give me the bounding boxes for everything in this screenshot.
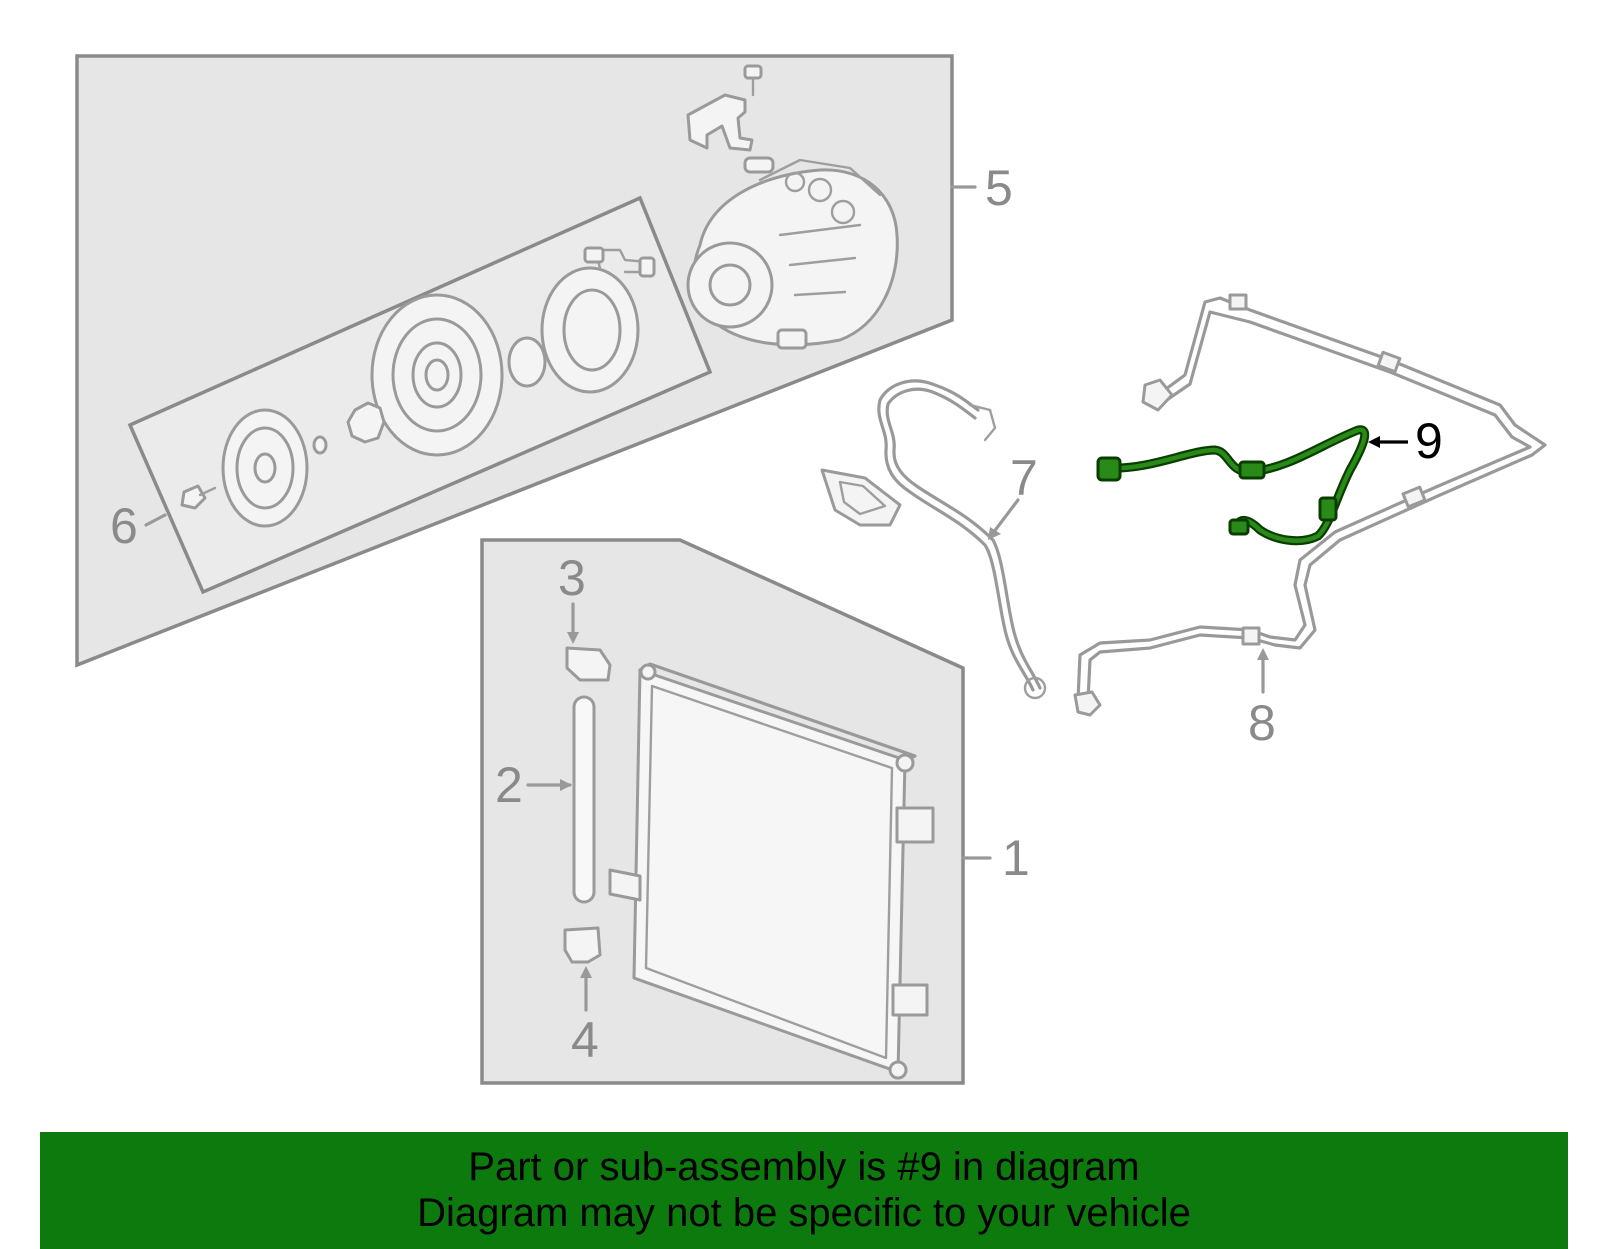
- clutch-bolt: [180, 484, 217, 510]
- callout-9: 9: [1415, 413, 1443, 469]
- drier-cap-upper: [565, 646, 612, 682]
- hose-9-highlighted: [1096, 425, 1370, 546]
- condenser: [608, 662, 935, 1080]
- info-banner: Part or sub-assembly is #9 in diagram Di…: [40, 1132, 1568, 1249]
- callout-4: 4: [571, 1012, 599, 1068]
- shim-washer: [312, 401, 386, 455]
- callout-7: 7: [1010, 450, 1038, 506]
- callout-1: 1: [1002, 830, 1030, 886]
- clutch-coil: [540, 246, 656, 394]
- callout-2: 2: [495, 757, 523, 813]
- clutch-hub: [221, 408, 309, 528]
- drier-cap-lower: [563, 926, 602, 964]
- parts-diagram: 1 2 3 4 5 6 7 8 9: [75, 54, 1547, 1085]
- callout-8: 8: [1248, 695, 1276, 751]
- hose-7: [820, 379, 1047, 700]
- receiver-drier: [572, 695, 596, 904]
- ac-compressor: [686, 156, 899, 350]
- line-8: [1073, 293, 1547, 717]
- callout-5: 5: [985, 160, 1013, 216]
- banner-line-1: Part or sub-assembly is #9 in diagram: [468, 1145, 1140, 1189]
- snap-ring: [507, 336, 547, 388]
- callout-3: 3: [558, 550, 586, 606]
- callout-6: 6: [110, 498, 138, 554]
- compressor-bracket: [686, 64, 763, 152]
- banner-line-2: Diagram may not be specific to your vehi…: [417, 1191, 1191, 1235]
- clutch-pulley: [370, 293, 504, 457]
- leader-lines: [144, 185, 1408, 1012]
